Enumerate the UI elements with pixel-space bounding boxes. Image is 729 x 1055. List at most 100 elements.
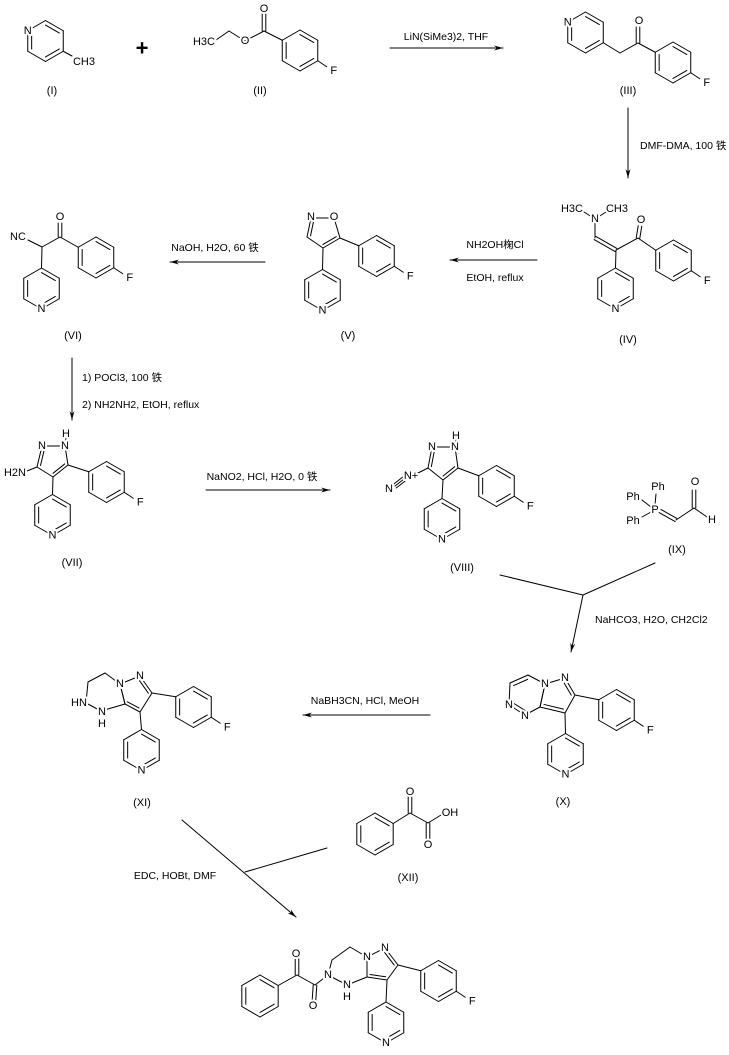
ring-bond bbox=[423, 498, 443, 510]
bond bbox=[393, 265, 404, 273]
ring-bond bbox=[367, 1001, 387, 1013]
double-bond-inner bbox=[106, 465, 121, 475]
bond bbox=[619, 42, 639, 54]
arrowhead-icon bbox=[69, 411, 75, 420]
atom-label: N bbox=[138, 765, 146, 777]
bond bbox=[583, 211, 596, 220]
double-bond-inner bbox=[438, 964, 453, 974]
atom-label: O bbox=[691, 476, 700, 488]
ring-bond bbox=[672, 41, 692, 53]
atom-label: O bbox=[635, 15, 644, 27]
double-bond-inner bbox=[95, 241, 111, 251]
ring-bond bbox=[564, 677, 576, 696]
atom-label: N bbox=[98, 706, 106, 718]
ring-bond bbox=[85, 681, 89, 704]
double-bond bbox=[635, 225, 639, 239]
double-bond-inner bbox=[141, 733, 156, 743]
double-bond-inner bbox=[512, 702, 526, 712]
ring-bond bbox=[585, 11, 604, 23]
ring-bond bbox=[478, 465, 497, 477]
bond bbox=[574, 694, 600, 701]
reagent-label: LiN(SiMe3)2, THF bbox=[404, 31, 488, 43]
ring-bond bbox=[119, 675, 141, 685]
ring-bond bbox=[655, 270, 674, 282]
ring-bond bbox=[333, 217, 341, 239]
ring-bond bbox=[598, 689, 617, 701]
ring-bond bbox=[547, 763, 566, 775]
bond bbox=[675, 507, 695, 521]
ring-bond bbox=[36, 466, 54, 478]
compound-label: (X) bbox=[556, 796, 571, 808]
ring-bond bbox=[304, 269, 323, 281]
atom-label: CH3 bbox=[73, 56, 95, 68]
ring-bond bbox=[508, 704, 526, 716]
ring-bond bbox=[565, 763, 584, 775]
ring-bond bbox=[77, 267, 97, 279]
atom-label: N bbox=[24, 25, 32, 37]
ring-bond bbox=[385, 1001, 405, 1013]
ring-bond bbox=[106, 491, 125, 503]
reagent-label: NaNO2, HCl, H2O, 0 铁 bbox=[207, 470, 318, 483]
compound-label: (IV) bbox=[619, 334, 637, 346]
ring-bond bbox=[544, 677, 566, 685]
ring-bond bbox=[509, 674, 529, 684]
double-bond-inner bbox=[562, 681, 572, 696]
compound-label: (VIII) bbox=[450, 562, 474, 574]
ring-bond bbox=[304, 299, 323, 311]
bond bbox=[615, 237, 639, 251]
atom-label: N bbox=[385, 483, 393, 495]
ring-bond bbox=[41, 298, 60, 310]
atom-label: N bbox=[319, 305, 327, 317]
atom-label: O bbox=[637, 214, 646, 226]
reagent-label: 1) POCl3, 100 铁 bbox=[82, 371, 162, 384]
atom-label: O bbox=[56, 211, 65, 223]
double-bond-inner bbox=[374, 817, 390, 827]
reagent-label: DMF-DMA, 100 铁 bbox=[640, 139, 727, 152]
ring-bond bbox=[45, 20, 64, 32]
double-bond-inner bbox=[138, 679, 149, 694]
bond bbox=[59, 236, 79, 248]
bond bbox=[454, 438, 457, 448]
bond bbox=[151, 692, 177, 698]
ring-bond bbox=[346, 976, 368, 986]
atom-label: N bbox=[564, 16, 572, 28]
ring-bond bbox=[88, 461, 107, 473]
bond bbox=[64, 437, 67, 447]
ring-bond bbox=[36, 445, 43, 468]
double-bond-inner bbox=[52, 498, 67, 508]
bond bbox=[690, 270, 701, 278]
ring-bond bbox=[374, 844, 394, 856]
ring-bond bbox=[597, 298, 616, 310]
bond bbox=[113, 267, 124, 275]
atom-label: H3C bbox=[561, 203, 583, 215]
compound-label: (VI) bbox=[64, 330, 82, 342]
ring-bond bbox=[119, 683, 126, 705]
ring-bond bbox=[438, 990, 457, 1002]
double-bond-inner bbox=[615, 295, 630, 305]
atom-label: N bbox=[521, 710, 529, 722]
double-bond-inner bbox=[40, 448, 45, 467]
ring-bond bbox=[95, 267, 115, 279]
bond bbox=[457, 467, 480, 477]
ring-bond bbox=[23, 298, 42, 310]
compound-label: (V) bbox=[341, 330, 356, 342]
bond bbox=[277, 974, 298, 986]
bond bbox=[564, 712, 566, 734]
ring-bond bbox=[27, 50, 46, 62]
atom-label: N bbox=[428, 441, 436, 453]
double-bond-inner bbox=[673, 244, 688, 254]
double-bond-inner bbox=[106, 489, 121, 499]
ring-bond bbox=[420, 960, 439, 972]
ring-bond bbox=[615, 298, 634, 310]
double-bond-inner bbox=[438, 988, 453, 998]
ring-bond bbox=[356, 812, 376, 824]
double-bond-inner bbox=[41, 295, 56, 305]
atom-label: HN bbox=[71, 697, 87, 709]
atom-label: N bbox=[363, 951, 371, 963]
double-bond-inner bbox=[385, 1006, 401, 1016]
atom-label: F bbox=[137, 496, 144, 508]
bond bbox=[263, 30, 283, 41]
ring-bond bbox=[527, 674, 546, 685]
double-bond-inner bbox=[376, 263, 391, 273]
